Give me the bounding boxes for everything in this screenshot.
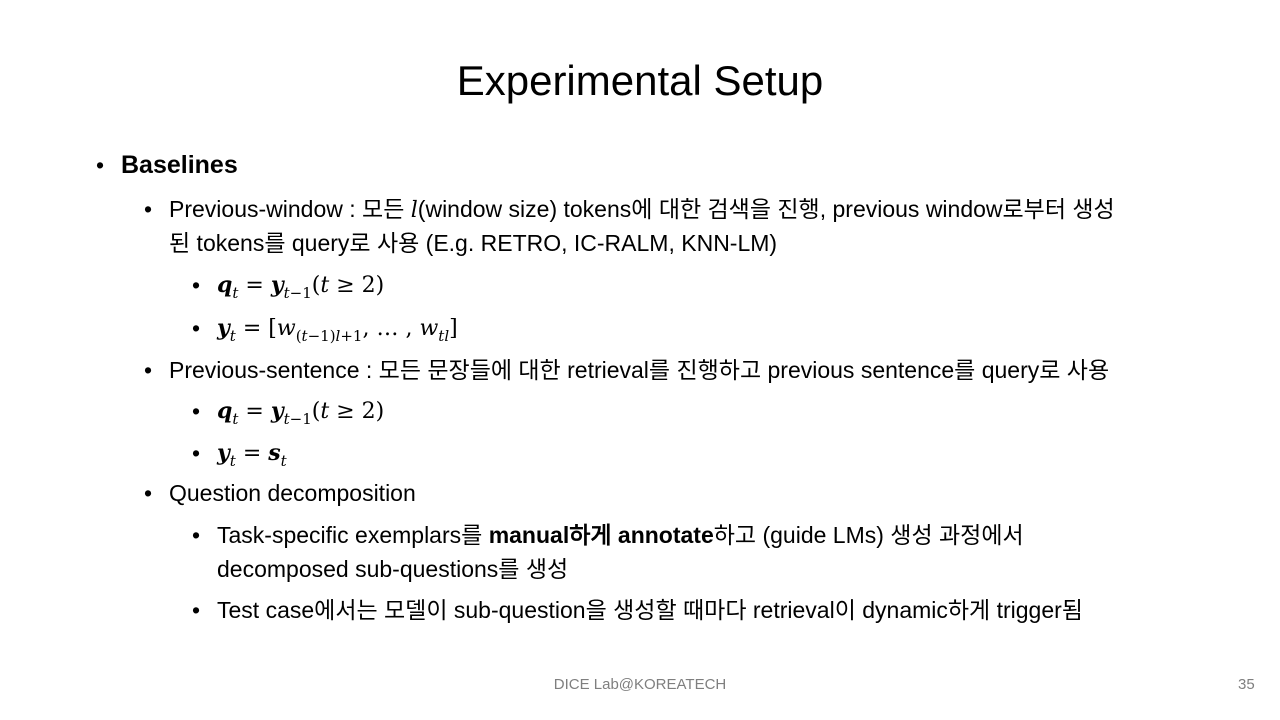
task-specific-part2: 하고 (guide LMs) 생성 과정에서: [713, 522, 1024, 548]
question-decomposition-text: Question decomposition: [169, 480, 416, 506]
page-number: 35: [1238, 676, 1255, 693]
baselines-heading: Baselines: [121, 151, 238, 179]
formula-qt-sentence: qt = yt−1(t ≥ 2): [217, 398, 385, 428]
bullet-dot: •: [144, 480, 153, 506]
slide-title: Experimental Setup: [456, 57, 824, 104]
bullet-dot: •: [192, 440, 201, 466]
bullet-dot: •: [192, 315, 201, 341]
previous-window-line1: Previous-window : 모든 l(window size) toke…: [169, 192, 1115, 228]
previous-window-rest: (window size) tokens에 대한 검색을 진행, previou…: [417, 196, 1115, 222]
task-specific-line1: Task-specific exemplars를 manual하게 annota…: [217, 518, 1024, 552]
previous-window-label: Previous-window: [169, 196, 343, 222]
bullet-dot: •: [192, 398, 201, 424]
previous-window-sep: : 모든: [342, 196, 411, 222]
task-specific-part1: Task-specific exemplars를: [217, 522, 489, 548]
bullet-dot: •: [192, 597, 201, 623]
bullet-dot: •: [144, 196, 153, 222]
task-specific-line2: decomposed sub-questions를 생성: [217, 556, 569, 582]
bullet-dot: •: [192, 522, 201, 548]
task-specific-bold: manual하게 annotate: [488, 522, 714, 548]
previous-window-line2: 된 tokens를 query로 사용 (E.g. RETRO, IC-RALM…: [169, 230, 778, 256]
bullet-dot: •: [96, 152, 105, 178]
bullet-dot: •: [144, 357, 153, 383]
formula-yt-window: yt = [w(t−1)l+1, … , wtl]: [217, 315, 458, 345]
previous-sentence-text: Previous-sentence : 모든 문장들에 대한 retrieval…: [169, 357, 1110, 383]
bullet-dot: •: [192, 272, 201, 298]
formula-qt-window: qt = yt−1(t ≥ 2): [217, 272, 385, 302]
test-case-text: Test case에서는 모델이 sub-question을 생성할 때마다 r…: [217, 597, 1083, 623]
footer-lab-name: DICE Lab@KOREATECH: [553, 676, 727, 693]
formula-yt-sentence: yt = st: [217, 440, 287, 470]
var-l: l: [410, 198, 418, 223]
